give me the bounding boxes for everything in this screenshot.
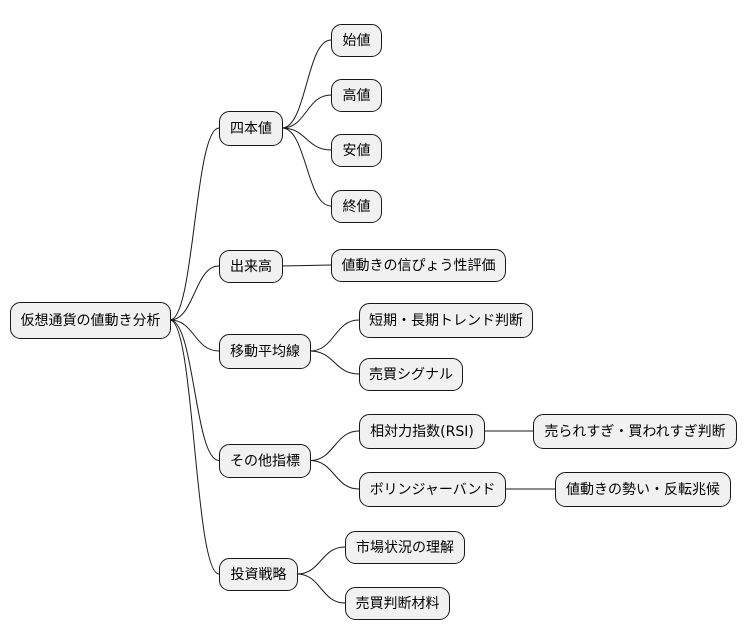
node-box-owarine (331, 190, 382, 223)
node-label-takane: 高値 (343, 87, 371, 104)
node-label-rsi-judge: 売られすぎ・買われすぎ判断 (544, 424, 725, 440)
node-yasune: 安値 (331, 134, 382, 167)
edge-root-to-idoheikin (169, 319, 220, 352)
node-label-owarine: 終値 (343, 199, 371, 215)
node-root: 仮想通貨の値動き分析 (10, 302, 171, 339)
node-box-root (10, 302, 171, 339)
node-owarine: 終値 (331, 190, 382, 223)
node-box-rsi (359, 414, 485, 449)
edge-toshi-to-judge-material (296, 573, 346, 604)
edge-toshi-to-market-understanding (296, 546, 346, 575)
edge-shihonne-to-hajimene (281, 39, 332, 129)
node-box-trend (359, 303, 533, 338)
node-label-sonota: その他指標 (230, 454, 300, 470)
edge-root-to-toshi (169, 319, 220, 575)
node-box-sonota (219, 444, 311, 478)
edge-root-to-sonota (169, 319, 220, 461)
node-rsi: 相対力指数(RSI) (359, 414, 485, 449)
node-label-dekidaka: 出来高 (230, 258, 272, 275)
node-label-judge-material: 売買判断材料 (356, 596, 440, 612)
node-bollinger: ボリンジャーバンド (359, 472, 506, 507)
node-bollinger-sign: 値動きの勢い・反転兆候 (555, 472, 731, 507)
node-label-hajimene: 始値 (343, 33, 371, 49)
edge-shihonne-to-yasune (281, 127, 332, 151)
node-toshi: 投資戦略 (219, 558, 298, 591)
node-market-understanding: 市場状況の理解 (345, 531, 465, 564)
node-trend: 短期・長期トレンド判断 (359, 303, 533, 338)
node-box-baibai-signal (359, 358, 463, 391)
node-box-shinpyosei (331, 249, 506, 282)
node-box-shihonne (219, 111, 283, 146)
node-baibai-signal: 売買シグナル (359, 358, 463, 391)
node-box-rsi-judge (533, 414, 737, 449)
node-box-idoheikin (219, 334, 311, 369)
node-box-judge-material (345, 587, 450, 620)
mindmap-edges (169, 39, 555, 604)
node-box-hajimene (331, 24, 382, 57)
node-box-bollinger-sign (555, 472, 731, 507)
node-label-rsi: 相対力指数(RSI) (370, 424, 474, 440)
node-label-market-understanding: 市場状況の理解 (356, 539, 454, 556)
node-shinpyosei: 値動きの信ぴょう性評価 (331, 249, 506, 282)
node-judge-material: 売買判断材料 (345, 587, 450, 620)
node-box-market-understanding (345, 531, 465, 564)
edge-dekidaka-to-shinpyosei (281, 264, 332, 267)
edge-root-to-dekidaka (169, 265, 220, 321)
node-box-bollinger (359, 472, 506, 507)
node-idoheikin: 移動平均線 (219, 334, 311, 369)
edge-idoheikin-to-trend (309, 319, 360, 352)
node-label-shinpyosei: 値動きの信ぴょう性評価 (342, 258, 496, 274)
edge-root-to-shihonne (169, 127, 220, 321)
edge-idoheikin-to-baibai-signal (309, 350, 360, 375)
node-label-toshi: 投資戦略 (231, 567, 287, 583)
node-label-bollinger-sign: 値動きの勢い・反転兆候 (566, 482, 720, 498)
node-label-bollinger: ボリンジャーバンド (370, 482, 496, 498)
node-label-yasune: 安値 (343, 143, 371, 159)
edge-shihonne-to-takane (281, 94, 332, 129)
node-label-trend: 短期・長期トレンド判断 (369, 313, 523, 329)
node-sonota: その他指標 (219, 444, 311, 478)
node-label-baibai-signal: 売買シグナル (369, 367, 453, 383)
node-hajimene: 始値 (331, 24, 382, 57)
node-dekidaka: 出来高 (219, 250, 283, 283)
node-box-yasune (331, 134, 382, 167)
node-label-idoheikin: 移動平均線 (230, 344, 300, 360)
node-box-toshi (219, 558, 298, 591)
node-label-shihonne: 四本値 (230, 121, 272, 137)
node-takane: 高値 (331, 79, 382, 112)
node-box-takane (331, 79, 382, 112)
node-shihonne: 四本値 (219, 111, 283, 146)
node-box-dekidaka (219, 250, 283, 283)
node-label-root: 仮想通貨の値動き分析 (21, 312, 161, 329)
edge-sonota-to-bollinger (309, 460, 360, 490)
node-rsi-judge: 売られすぎ・買われすぎ判断 (533, 414, 737, 449)
edge-shihonne-to-owarine (281, 127, 332, 207)
edge-sonota-to-rsi (309, 430, 360, 461)
